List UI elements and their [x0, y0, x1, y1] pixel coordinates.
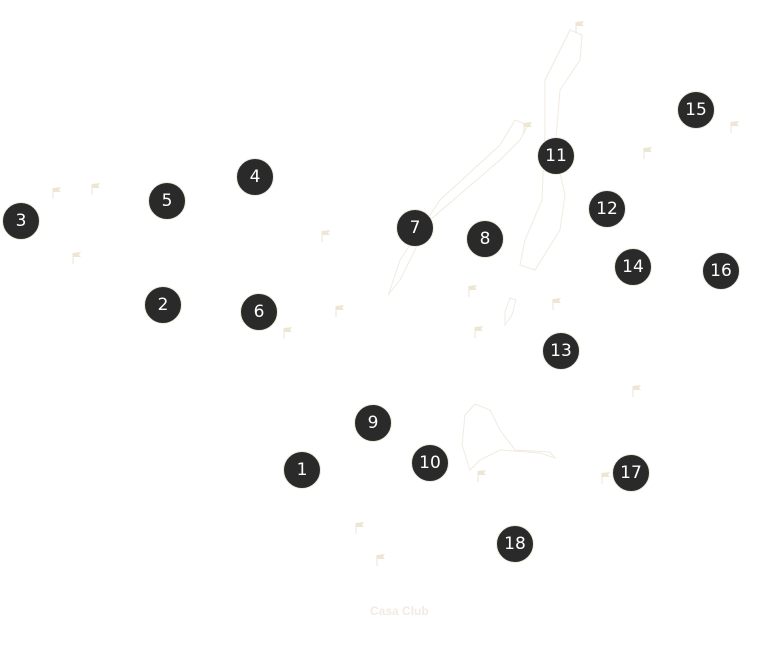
hole-marker-5[interactable]: 5: [148, 182, 186, 220]
fairway-outline: [504, 297, 517, 327]
clubhouse-label: Casa Club: [370, 604, 429, 618]
hole-marker-6[interactable]: 6: [240, 293, 278, 331]
flag-icon: [523, 122, 532, 134]
hole-marker-18[interactable]: 18: [496, 525, 534, 563]
flag-icon: [643, 147, 652, 159]
hole-marker-7[interactable]: 7: [396, 209, 434, 247]
hole-marker-12[interactable]: 12: [588, 190, 626, 228]
hole-marker-13[interactable]: 13: [542, 332, 580, 370]
flag-icon: [355, 522, 364, 534]
flag-icon: [283, 327, 292, 339]
flag-icon: [601, 472, 610, 484]
hole-marker-17[interactable]: 17: [612, 454, 650, 492]
hole-marker-9[interactable]: 9: [354, 404, 392, 442]
flag-icon: [335, 305, 344, 317]
flag-icon: [321, 230, 330, 242]
hole-marker-15[interactable]: 15: [677, 91, 715, 129]
fairway-outline: [519, 29, 583, 271]
flag-icon: [52, 187, 61, 199]
hole-marker-8[interactable]: 8: [466, 220, 504, 258]
hole-marker-16[interactable]: 16: [702, 252, 740, 290]
flag-icon: [575, 21, 584, 33]
hole-marker-1[interactable]: 1: [283, 451, 321, 489]
flag-icon: [72, 252, 81, 264]
fairway-outline: [387, 119, 529, 296]
fairway-outline: [461, 403, 557, 471]
hole-marker-11[interactable]: 11: [537, 137, 575, 175]
flag-icon: [477, 470, 486, 482]
flag-icon: [632, 385, 641, 397]
hole-marker-10[interactable]: 10: [411, 444, 449, 482]
flag-icon: [376, 554, 385, 566]
hole-marker-3[interactable]: 3: [2, 202, 40, 240]
flag-icon: [730, 121, 739, 133]
hole-marker-2[interactable]: 2: [144, 286, 182, 324]
flag-icon: [474, 326, 483, 338]
flag-icon: [468, 285, 477, 297]
hole-marker-4[interactable]: 4: [236, 158, 274, 196]
flag-icon: [91, 183, 100, 195]
hole-marker-14[interactable]: 14: [614, 248, 652, 286]
flag-icon: [552, 298, 561, 310]
